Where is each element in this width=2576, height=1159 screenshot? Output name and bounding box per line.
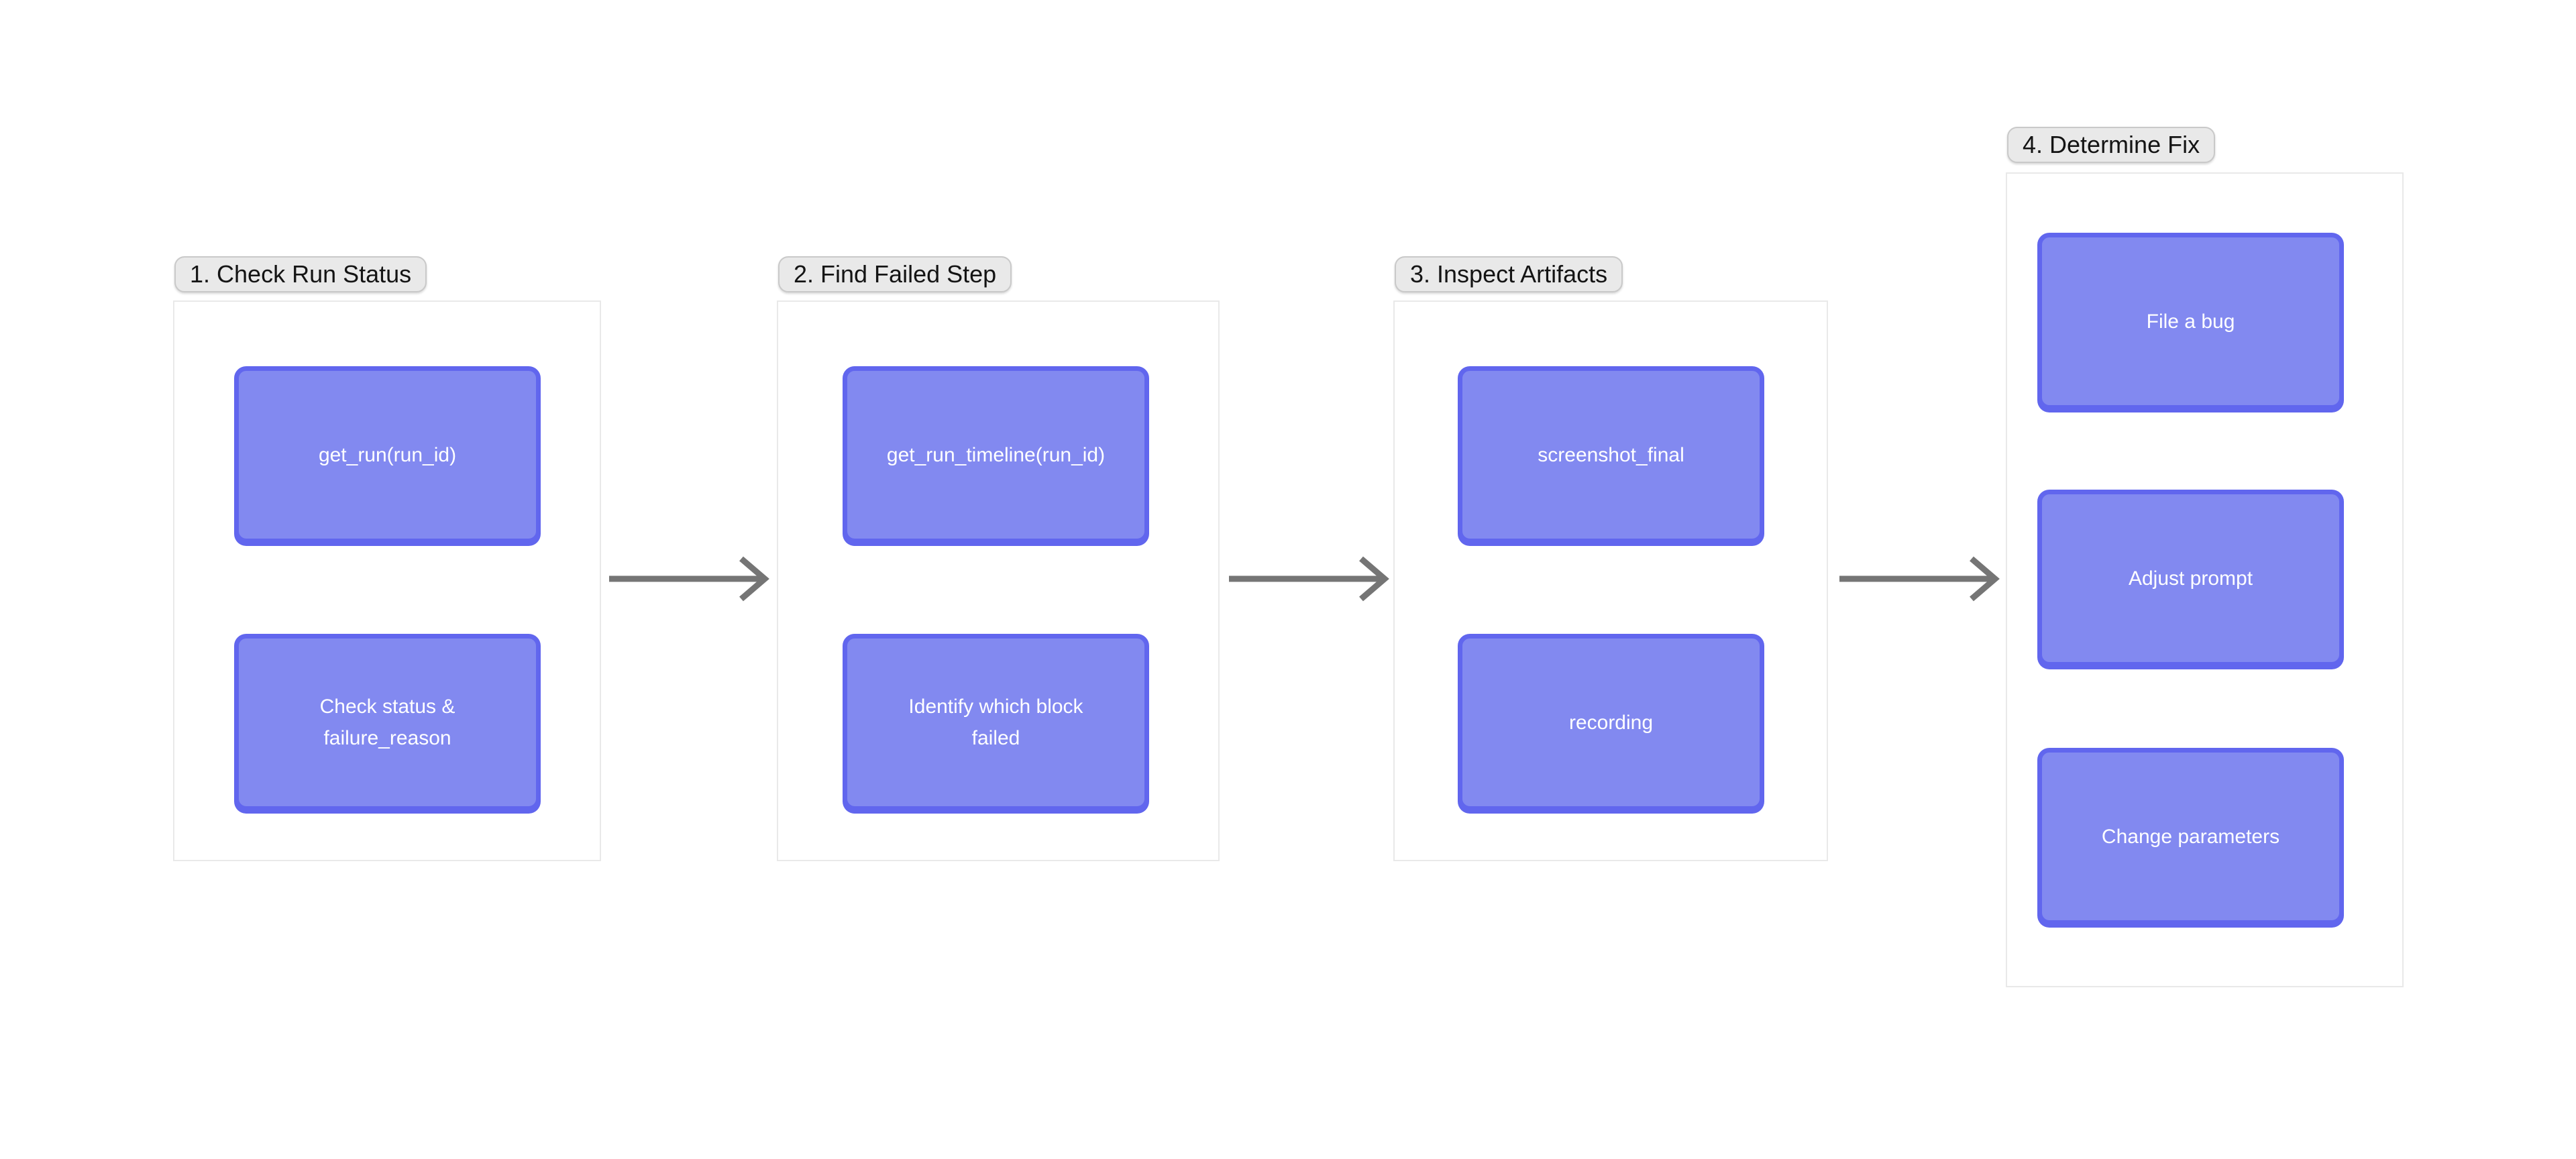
node-recording[interactable]: recording	[1458, 634, 1764, 811]
flow-arrow-step1-to-step2	[609, 556, 769, 602]
step-badge-3: 3. Inspect Artifacts	[1395, 256, 1623, 292]
node-label-line-1: Identify which block	[908, 696, 1083, 718]
node-identify-failed-block[interactable]: Identify which block failed	[843, 634, 1149, 811]
node-screenshot-final[interactable]: screenshot_final	[1458, 366, 1764, 543]
node-label: File a bug	[2146, 310, 2235, 333]
node-label: screenshot_final	[1538, 443, 1684, 466]
step-panel-4[interactable]: File a bug Adjust prompt Change paramete…	[2006, 172, 2404, 987]
node-label-line-1: Check status &	[319, 696, 455, 718]
arrowhead-right-icon	[1970, 556, 2000, 602]
step-panel-3[interactable]: screenshot_final recording	[1393, 300, 1828, 861]
node-label: Adjust prompt	[2128, 567, 2253, 590]
node-label-line-2: failed	[971, 727, 1020, 749]
arrowhead-right-icon	[739, 556, 769, 602]
node-adjust-prompt[interactable]: Adjust prompt	[2037, 490, 2344, 667]
step-badge-2: 2. Find Failed Step	[778, 256, 1012, 292]
node-label: Change parameters	[2101, 825, 2280, 848]
step-group-find-failed-step: 2. Find Failed Step get_run_timeline(run…	[777, 256, 1220, 861]
step-panel-2[interactable]: get_run_timeline(run_id) Identify which …	[777, 300, 1220, 861]
flow-arrow-step3-to-step4	[1839, 556, 2000, 602]
step-badge-4: 4. Determine Fix	[2007, 127, 2216, 163]
flow-arrow-step2-to-step3	[1229, 556, 1389, 602]
step-panel-1[interactable]: get_run(run_id) Check status & failure_r…	[173, 300, 601, 861]
arrowhead-right-icon	[1359, 556, 1389, 602]
node-check-status-failure-reason[interactable]: Check status & failure_reason	[234, 634, 541, 811]
node-change-parameters[interactable]: Change parameters	[2037, 748, 2344, 925]
step-group-check-run-status: 1. Check Run Status get_run(run_id) Chec…	[173, 256, 601, 861]
node-label: get_run_timeline(run_id)	[886, 443, 1106, 466]
step-group-inspect-artifacts: 3. Inspect Artifacts screenshot_final re…	[1393, 256, 1828, 861]
node-file-a-bug[interactable]: File a bug	[2037, 233, 2344, 410]
node-label: recording	[1568, 711, 1654, 734]
node-get-run-timeline[interactable]: get_run_timeline(run_id)	[843, 366, 1149, 543]
node-label-line-2: failure_reason	[323, 727, 451, 749]
step-badge-1: 1. Check Run Status	[174, 256, 427, 292]
node-label: get_run(run_id)	[318, 443, 457, 466]
node-get-run[interactable]: get_run(run_id)	[234, 366, 541, 543]
step-group-determine-fix: 4. Determine Fix File a bug Adjust promp…	[2006, 127, 2404, 987]
